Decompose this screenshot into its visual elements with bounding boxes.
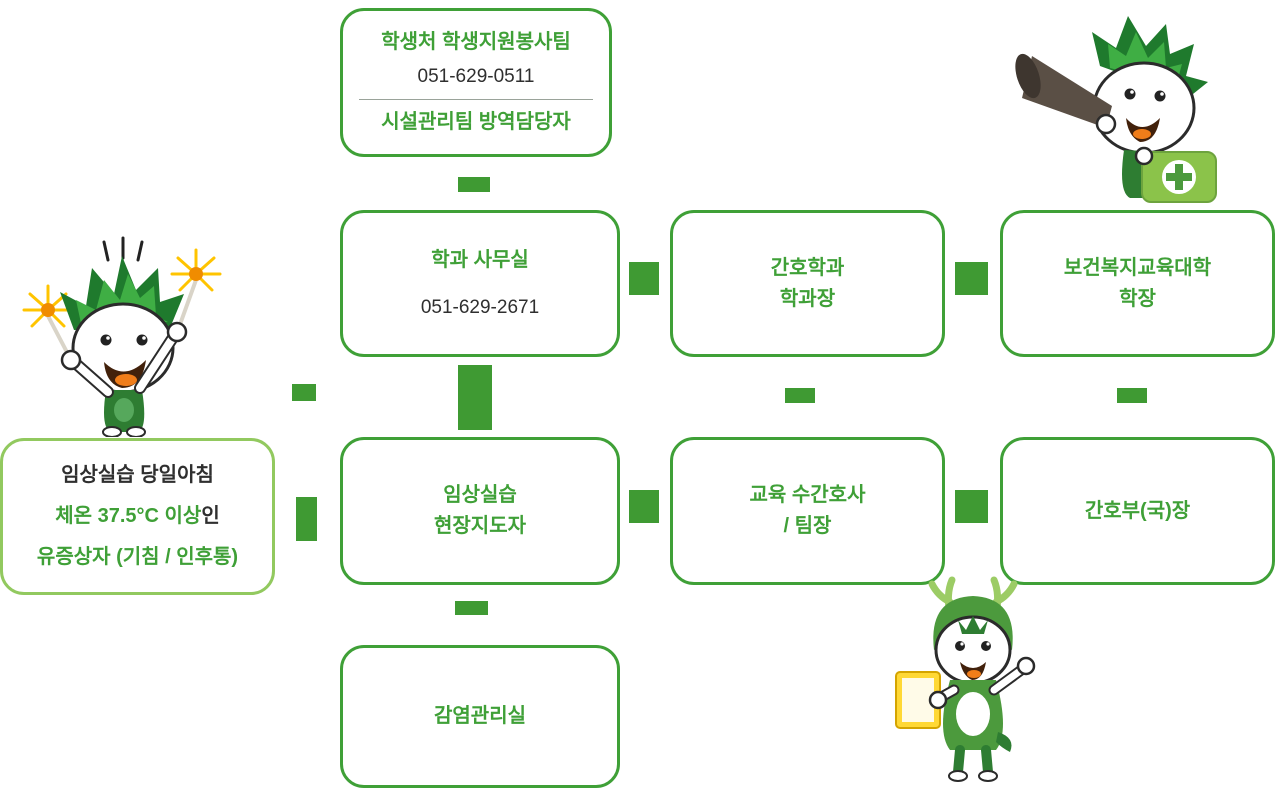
nursing-dept-head-line1: 간호학과 [770,256,845,279]
connector-case-to-row1 [292,384,316,401]
symptom-case-line3: 유증상자 (기침 / 인후통) [36,546,239,568]
box-nursing-dept-head: 간호학과 학과장 [670,210,945,357]
connector-dean-to-director [1117,388,1147,403]
connector-depthead-to-headnurse [785,388,815,403]
connector-headnurse-to-director [955,490,988,523]
deer-with-book-mascot-icon [895,576,1036,782]
symptom-case-line2-temp: 체온 37.5°C 이상 [55,505,202,527]
symptom-case-line2: 체온 37.5°C 이상인 [55,503,220,530]
box-student-support-team: 학생처 학생지원봉사팀 051-629-0511 시설관리팀 방역담당자 [340,8,612,157]
box-infection-control: 감염관리실 [340,645,620,788]
connector-supervisor-to-infection [455,601,488,615]
field-supervisor-line1: 임상실습 [443,484,517,506]
box-college-dean: 보건복지교육대학 학장 [1000,210,1275,357]
connector-depthead-to-dean [955,262,988,295]
box-field-supervisor: 임상실습 현장지도자 [340,437,620,585]
divider-line [358,98,594,100]
dept-office-phone: 051-629-2671 [420,296,540,318]
college-dean-line2: 학장 [1119,287,1156,310]
edu-head-nurse-line1: 교육 수간호사 [749,484,866,506]
megaphone-horse-mascot-icon [1015,16,1217,203]
sparkler-horse-mascot-icon [22,236,222,437]
edu-head-nurse-line2: / 팀장 [783,515,832,537]
college-dean-line1: 보건복지교육대학 [1063,256,1212,279]
box-symptom-case: 임상실습 당일아침 체온 37.5°C 이상인 유증상자 (기침 / 인후통) [0,438,275,595]
connector-supervisor-to-headnurse [629,490,659,523]
infection-control-title: 감염관리실 [434,705,526,727]
facility-team-name: 시설관리팀 방역담당자 [381,110,571,133]
connector-case-to-supervisor [296,497,317,541]
connector-office-to-depthead [629,262,659,295]
connector-office-to-supervisor [458,365,492,430]
connector-support-to-office [458,177,490,192]
support-team-name: 학생처 학생지원봉사팀 [381,31,571,54]
nursing-dept-head-line2: 학과장 [779,287,836,310]
nursing-director-title: 간호부(국)장 [1084,499,1191,522]
support-team-phone: 051-629-0511 [417,66,535,88]
symptom-case-line1: 임상실습 당일아침 [61,464,214,486]
box-edu-head-nurse: 교육 수간호사 / 팀장 [670,437,945,585]
field-supervisor-line2: 현장지도자 [434,515,526,537]
box-nursing-director: 간호부(국)장 [1000,437,1275,585]
dept-office-title: 학과 사무실 [431,248,529,271]
symptom-case-line2-suffix: 인 [201,505,220,527]
box-dept-office: 학과 사무실 051-629-2671 [340,210,620,357]
